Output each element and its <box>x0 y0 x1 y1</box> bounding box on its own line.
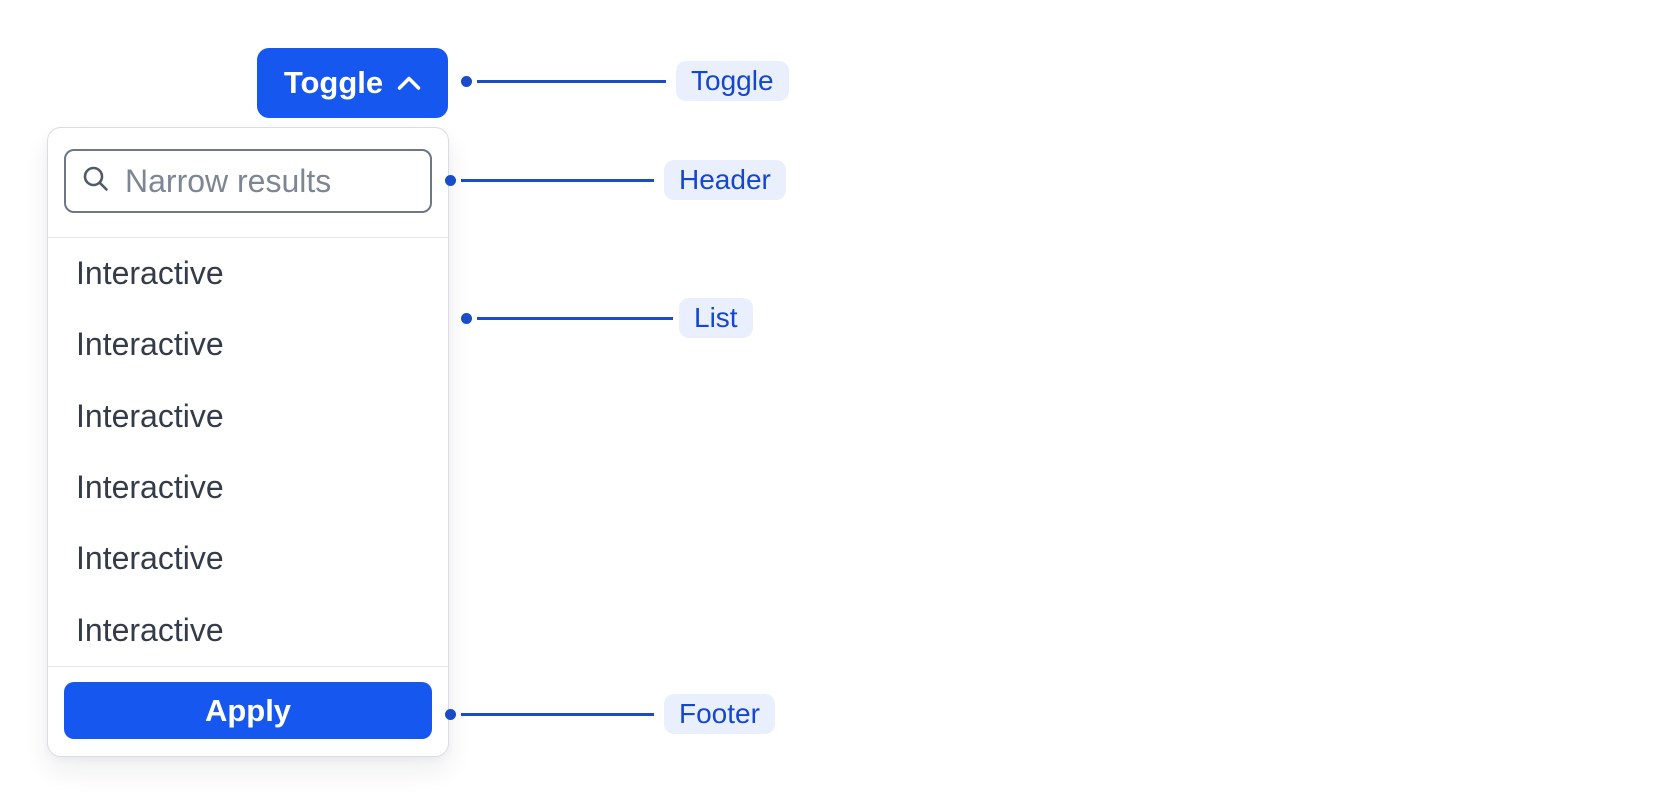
annotation-label-toggle: Toggle <box>676 61 789 101</box>
annotation-dot <box>461 75 472 87</box>
annotation-line <box>461 178 654 182</box>
annotation-footer: Footer <box>445 694 775 734</box>
annotation-dot <box>445 708 456 720</box>
annotation-header: Header <box>445 160 786 200</box>
dropdown-list: Interactive Interactive Interactive Inte… <box>48 238 448 666</box>
annotation-label-header: Header <box>664 160 786 200</box>
dropdown-panel: Interactive Interactive Interactive Inte… <box>47 127 449 757</box>
annotation-toggle: Toggle <box>461 61 789 101</box>
search-icon <box>82 165 109 197</box>
toggle-button[interactable]: Toggle <box>257 48 448 118</box>
annotation-line <box>477 79 666 83</box>
apply-button[interactable]: Apply <box>64 682 432 739</box>
search-input[interactable] <box>123 161 414 201</box>
annotation-dot <box>461 312 472 324</box>
list-item[interactable]: Interactive <box>76 326 224 363</box>
list-item[interactable]: Interactive <box>76 397 224 434</box>
annotation-line <box>477 316 673 320</box>
list-item[interactable]: Interactive <box>76 540 224 577</box>
annotation-label-footer: Footer <box>664 694 775 734</box>
search-field[interactable] <box>64 149 432 213</box>
annotation-list: List <box>461 298 753 338</box>
chevron-up-icon <box>397 76 421 91</box>
list-item[interactable]: Interactive <box>76 611 224 648</box>
list-item[interactable]: Interactive <box>76 255 224 292</box>
toggle-button-label: Toggle <box>283 65 384 100</box>
list-item[interactable]: Interactive <box>76 469 224 506</box>
dropdown-footer: Apply <box>48 666 448 756</box>
annotation-label-list: List <box>679 298 753 338</box>
dropdown-header <box>48 128 448 238</box>
annotation-line <box>461 712 654 716</box>
annotation-dot <box>445 174 456 186</box>
